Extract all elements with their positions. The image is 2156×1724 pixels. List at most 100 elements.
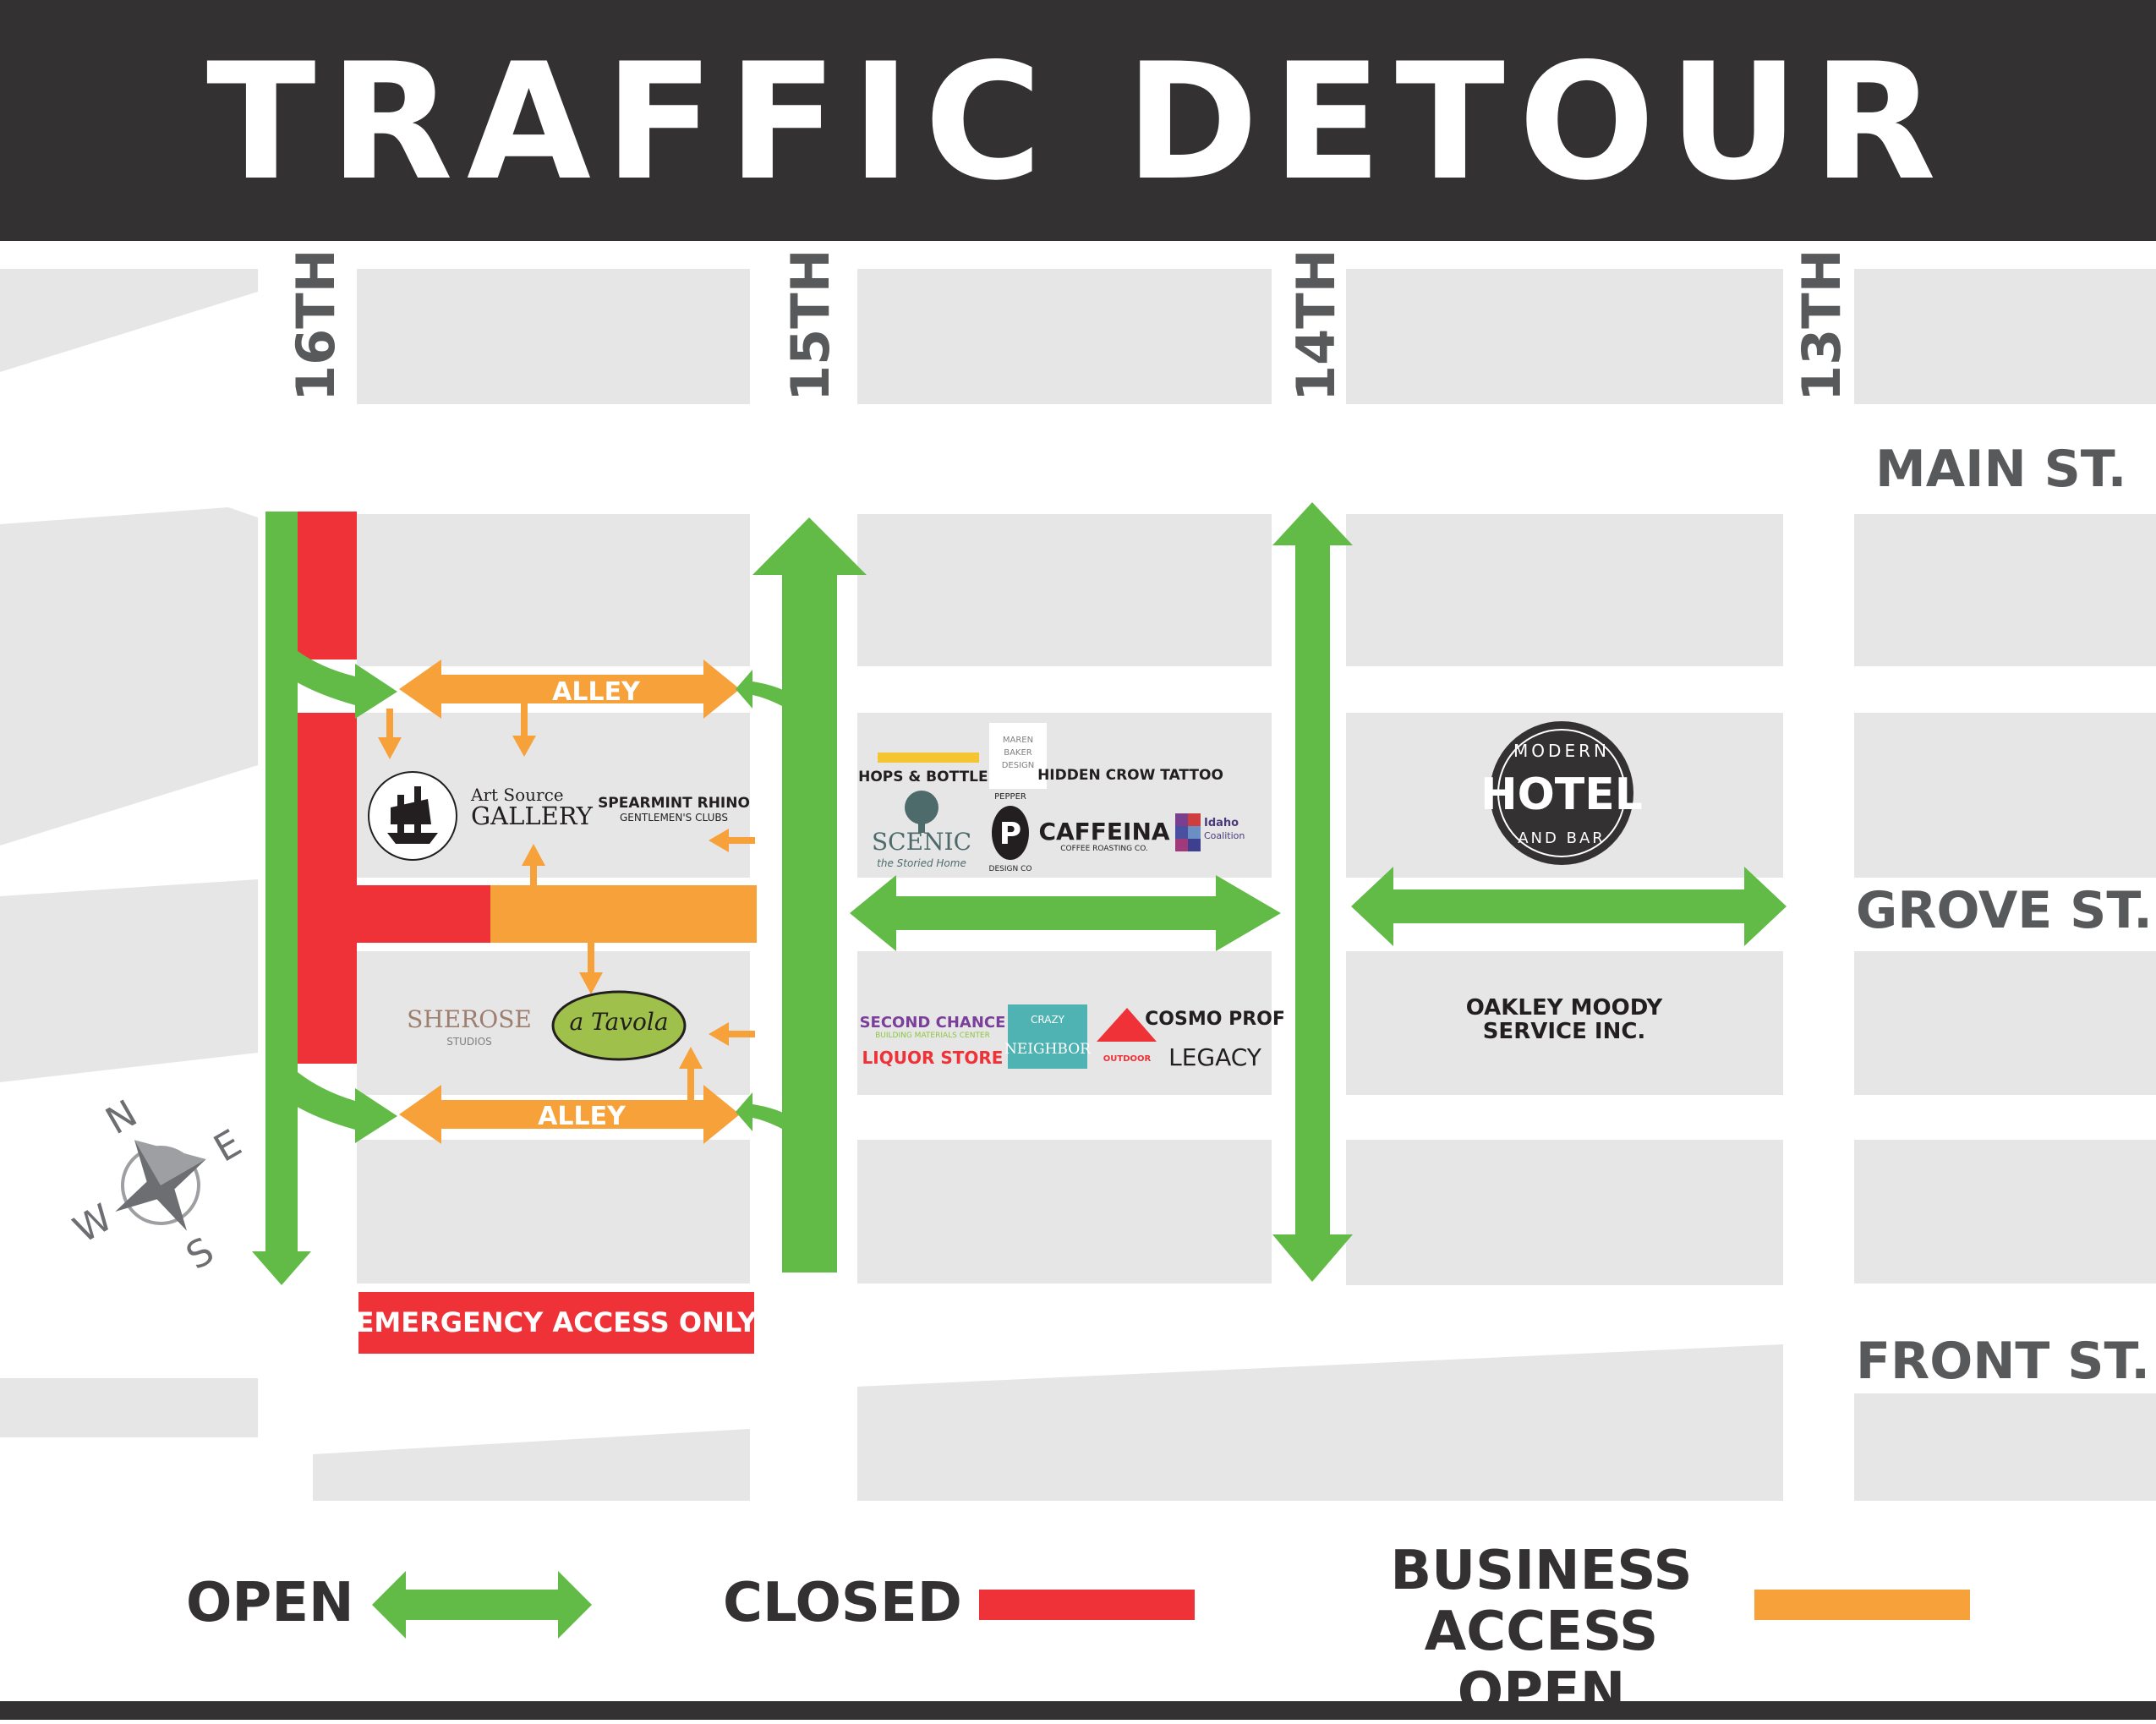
hidden-crow-tattoo-logo: HIDDEN CROW TATTOO [1037, 767, 1223, 784]
spearmint-rhino-logo: SPEARMINT RHINO GENTLEMEN'S CLUBS [598, 795, 750, 824]
street-label-14th: 14TH [1285, 249, 1347, 402]
svg-text:SCENIC: SCENIC [872, 828, 971, 856]
block [0, 507, 258, 846]
crazy-neighbor-logo: CRAZY NEIGHBOR [1004, 1004, 1092, 1069]
block [1854, 713, 2156, 878]
svg-text:DESIGN CO: DESIGN CO [989, 865, 1032, 873]
footer-bar [0, 1701, 2156, 1720]
alley-label-north: ALLEY [552, 677, 641, 707]
svg-text:BAKER: BAKER [1004, 748, 1032, 758]
idaho-coalition-logo: Idaho Coalition [1175, 813, 1245, 851]
svg-text:NEIGHBOR: NEIGHBOR [1004, 1041, 1092, 1058]
block [857, 1344, 1783, 1501]
block [1854, 1140, 2156, 1283]
street-labels: 16TH 15TH 14TH 13TH MAIN ST. GROVE ST. F… [285, 249, 2153, 1391]
legend-open-swatch [372, 1571, 592, 1639]
business-logos: Art Source GALLERY SPEARMINT RHINO GENTL… [368, 721, 1664, 1071]
street-label-front: FRONT ST. [1856, 1332, 2150, 1391]
compass-rose: N E S W [66, 1092, 249, 1278]
art-source-gallery-logo: Art Source GALLERY [368, 771, 594, 861]
block [1346, 514, 1783, 666]
block [0, 1378, 258, 1437]
svg-text:P: P [999, 817, 1021, 851]
block [1346, 269, 1783, 404]
tree-icon [905, 791, 938, 824]
scenic-logo: SCENIC the Storied Home [872, 791, 971, 869]
block [1854, 951, 2156, 1095]
svg-text:STUDIOS: STUDIOS [446, 1036, 492, 1048]
detour-map: 16TH 15TH 14TH 13TH MAIN ST. GROVE ST. F… [0, 249, 2156, 1639]
block [857, 514, 1272, 666]
svg-text:CRAZY: CRAZY [1031, 1014, 1065, 1026]
pepper-design-logo: PEPPER P DESIGN CO [989, 792, 1032, 873]
oakley-moody-logo: OAKLEY MOODY SERVICE INC. [1466, 995, 1664, 1044]
svg-text:GALLERY: GALLERY [471, 802, 594, 830]
svg-text:BUILDING MATERIALS CENTER: BUILDING MATERIALS CENTER [875, 1032, 990, 1040]
svg-text:MODERN: MODERN [1513, 741, 1610, 761]
block [0, 269, 258, 372]
street-label-main: MAIN ST. [1875, 440, 2126, 499]
block [0, 879, 258, 1082]
svg-text:N: N [99, 1092, 145, 1144]
cosmo-prof-logo: COSMO PROF [1145, 1009, 1285, 1030]
svg-text:OUTDOOR: OUTDOOR [1103, 1054, 1152, 1064]
closed-16th-south [298, 713, 357, 1064]
block [357, 514, 750, 666]
legend-closed-swatch [979, 1590, 1195, 1620]
street-label-16th: 16TH [285, 249, 347, 402]
open-16th-turn-south [287, 1072, 397, 1143]
legend-open-label: OPEN [186, 1572, 354, 1634]
street-label-13th: 13TH [1791, 249, 1852, 402]
city-blocks [0, 269, 2156, 1501]
street-label-15th: 15TH [780, 249, 841, 402]
closed-segments [298, 512, 490, 1064]
svg-text:a Tavola: a Tavola [569, 1008, 668, 1036]
open-15th-turn-north [736, 670, 786, 709]
svg-text:SECOND CHANCE: SECOND CHANCE [860, 1014, 1006, 1032]
caffeina-logo: CAFFEINA COFFEE ROASTING CO. [1038, 818, 1169, 853]
svg-text:HOPS & BOTTLES: HOPS & BOTTLES [858, 769, 999, 785]
business-access-grove [490, 885, 757, 943]
closed-grove-west [357, 885, 490, 943]
legend-business-label: BUSINESS ACCESS OPEN [1343, 1541, 1740, 1723]
svg-text:SERVICE INC.: SERVICE INC. [1483, 1019, 1646, 1044]
street-label-grove: GROVE ST. [1856, 881, 2153, 940]
block [1854, 514, 2156, 666]
svg-text:S: S [179, 1229, 222, 1278]
svg-text:Coalition: Coalition [1204, 830, 1245, 841]
svg-text:OAKLEY MOODY: OAKLEY MOODY [1466, 995, 1664, 1021]
svg-text:SPEARMINT RHINO: SPEARMINT RHINO [598, 795, 750, 812]
svg-text:MAREN: MAREN [1003, 736, 1033, 745]
block [313, 1429, 750, 1501]
open-grove-14th-13th [1351, 867, 1787, 946]
block [857, 1140, 1272, 1283]
second-chance-logo: SECOND CHANCE BUILDING MATERIALS CENTER [860, 1014, 1006, 1040]
svg-text:E: E [207, 1122, 249, 1171]
small-access-arrows [378, 703, 755, 1102]
outdoor-logo: OUTDOOR [1097, 1008, 1157, 1064]
alley-label-south: ALLEY [538, 1102, 627, 1131]
open-grove-15th-14th [850, 875, 1281, 951]
svg-text:CAFFEINA: CAFFEINA [1038, 818, 1169, 846]
modern-hotel-logo: MODERN HOTEL AND BAR [1480, 721, 1643, 865]
map-title: TRAFFIC DETOUR [205, 29, 1951, 216]
legend-business-line-1: BUSINESS [1390, 1540, 1693, 1602]
mountain-icon [1097, 1008, 1157, 1042]
svg-text:the Storied Home: the Storied Home [877, 857, 966, 869]
svg-text:W: W [66, 1196, 119, 1252]
a-tavola-logo: a Tavola [551, 990, 687, 1061]
open-16th-turn-north [287, 651, 397, 719]
open-routes [252, 502, 1787, 1285]
legend [372, 1571, 1970, 1639]
svg-text:SHEROSE: SHEROSE [407, 1005, 532, 1033]
legend-closed-label: CLOSED [723, 1572, 962, 1634]
block [1854, 1393, 2156, 1501]
block [857, 269, 1272, 404]
block [1346, 1140, 1783, 1285]
block [357, 269, 750, 404]
legend-business-swatch [1754, 1590, 1970, 1620]
business-access [378, 659, 757, 1144]
emergency-access-label: EMERGENCY ACCESS ONLY [356, 1306, 758, 1338]
emergency-access-banner: EMERGENCY ACCESS ONLY [356, 1292, 758, 1354]
svg-text:AND BAR: AND BAR [1518, 829, 1606, 847]
